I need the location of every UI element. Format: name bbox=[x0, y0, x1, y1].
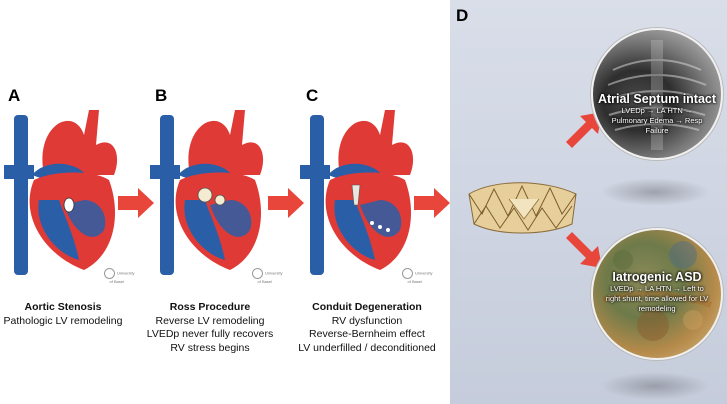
stent-valve-illustration bbox=[468, 182, 577, 234]
caption-c-line: Reverse-Bernheim effect bbox=[309, 328, 425, 340]
asd-texture bbox=[602, 241, 713, 341]
arrow-a-to-b bbox=[118, 188, 154, 218]
septum-intact-text: Atrial Septum intact LVEDp → LA HTN → Pu… bbox=[593, 92, 721, 136]
university-logo-b: University of Basel bbox=[252, 268, 283, 284]
caption-c: Conduit Degeneration RV dysfunction Reve… bbox=[288, 301, 446, 355]
caption-b-line: Reverse LV remodeling bbox=[155, 314, 265, 327]
arrow-c-to-d bbox=[414, 188, 450, 218]
panel-letter-d: D bbox=[456, 6, 469, 25]
septum-intact-title: Atrial Septum intact bbox=[597, 92, 717, 106]
caption-c-line: LV underfilled / deconditioned bbox=[298, 341, 436, 354]
university-logo-a: University of Basel bbox=[104, 268, 135, 284]
caption-a-title: Aortic Stenosis bbox=[24, 301, 102, 313]
caption-b-title: Ross Procedure bbox=[169, 301, 251, 313]
xray-ribs bbox=[606, 40, 708, 150]
xray-circle: Atrial Septum intact LVEDp → LA HTN → Pu… bbox=[591, 28, 723, 160]
caption-c-line: RV dysfunction bbox=[331, 314, 403, 327]
university-logo-c: University of Basel bbox=[402, 268, 433, 284]
panel-letter-c: C bbox=[306, 86, 319, 105]
heart-diagram-a bbox=[4, 110, 118, 275]
heart-diagram-b bbox=[150, 110, 264, 275]
circle-shadow-bottom bbox=[600, 372, 710, 400]
caption-c-title: Conduit Degeneration bbox=[312, 301, 422, 313]
panel-d: D Atrial Septum intact LVEDp → LA HTN → … bbox=[450, 0, 727, 404]
arrow-b-to-c bbox=[268, 188, 304, 218]
septum-intact-desc: LVEDp → LA HTN → Pulmonary Edema → Resp … bbox=[611, 106, 703, 135]
heart-diagram-c bbox=[300, 110, 414, 275]
panel-letter-b: B bbox=[155, 86, 168, 105]
iatrogenic-asd-title: Iatrogenic ASD bbox=[612, 270, 702, 284]
circle-shadow-top bbox=[600, 178, 710, 206]
arrow-to-iatrogenic-asd bbox=[566, 232, 602, 268]
caption-b-line: RV stress begins bbox=[170, 341, 250, 354]
iatrogenic-asd-text: Iatrogenic ASD LVEDp → LA HTN → Left to … bbox=[593, 270, 721, 314]
arrow-to-septum-intact bbox=[566, 112, 602, 148]
panel-letter-a: A bbox=[8, 86, 21, 105]
caption-b: Ross Procedure Reverse LV remodeling LVE… bbox=[135, 301, 285, 355]
caption-b-line: LVEDp never fully recovers bbox=[146, 328, 274, 340]
caption-a-line: Pathologic LV remodeling bbox=[3, 314, 123, 327]
iatrogenic-asd-desc: LVEDp → LA HTN → Left to right shunt, ti… bbox=[605, 284, 709, 313]
caption-a: Aortic Stenosis Pathologic LV remodeling bbox=[0, 301, 126, 328]
asd-circle: Iatrogenic ASD LVEDp → LA HTN → Left to … bbox=[591, 228, 723, 360]
